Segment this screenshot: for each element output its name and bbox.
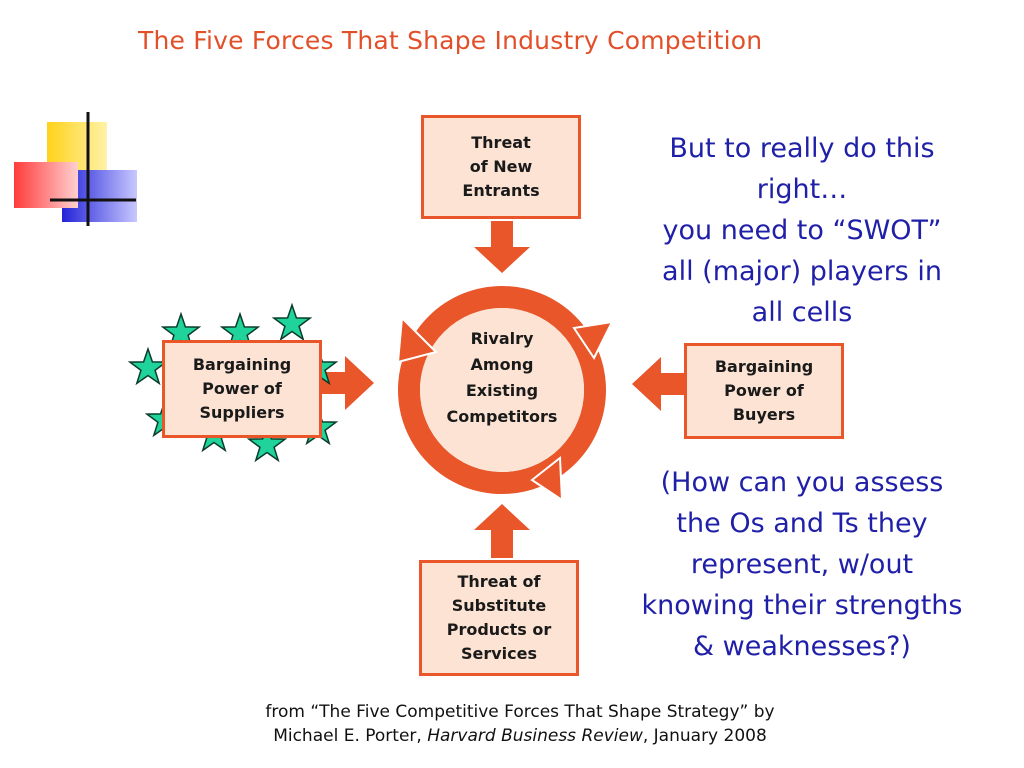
source-citation: from “The Five Competitive Forces That S…	[200, 700, 840, 748]
page-title: The Five Forces That Shape Industry Comp…	[138, 26, 763, 55]
arrow-right-icon	[322, 356, 374, 410]
star-icon	[127, 346, 169, 386]
source-line-2: Michael E. Porter, Harvard Business Revi…	[273, 726, 767, 746]
box-supplier-power: Bargaining Power of Suppliers	[162, 340, 322, 438]
rivalry-label: Rivalry Among Existing Competitors	[446, 329, 558, 426]
arrow-down-icon	[474, 221, 530, 273]
box-threat-new-entrants: Threat of New Entrants	[421, 115, 581, 219]
cycle-arrows-icon	[396, 286, 614, 502]
arrow-up-icon	[474, 504, 530, 558]
note-swot: But to really do this right… you need to…	[662, 133, 942, 328]
box-buyer-power: Bargaining Power of Buyers	[684, 343, 844, 439]
box-threat-substitutes: Threat of Substitute Products or Service…	[419, 560, 579, 676]
color-blocks-icon	[14, 112, 137, 226]
star-icon	[271, 302, 313, 342]
source-line-1: from “The Five Competitive Forces That S…	[265, 702, 775, 722]
note-question: (How can you assess the Os and Ts they r…	[641, 467, 963, 662]
arrow-left-icon	[632, 357, 684, 411]
star-icon	[246, 423, 288, 463]
